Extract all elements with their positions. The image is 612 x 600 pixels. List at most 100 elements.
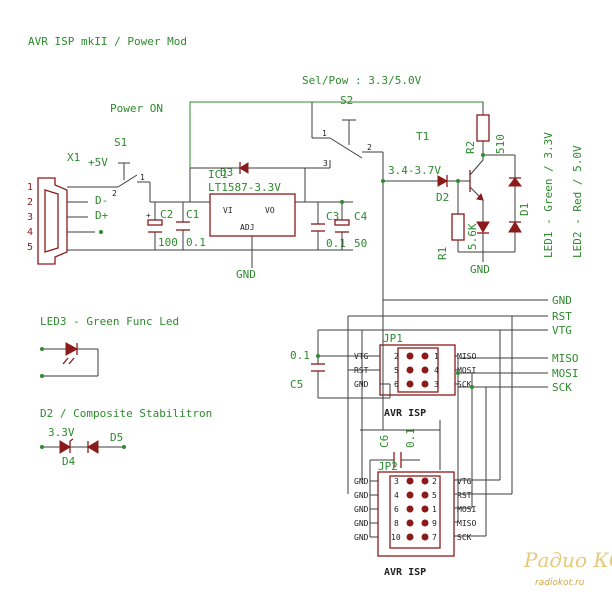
x1-label: X1 [67,151,80,164]
sel-pow-label: Sel/Pow : 3.3/5.0V [302,74,422,87]
svg-text:8: 8 [394,519,399,528]
svg-text:VTG: VTG [457,477,472,486]
svg-text:3: 3 [394,477,399,486]
header-jp2: 3 4 6 8 10 2 5 1 9 7 GND GND GND GND GND… [354,471,476,557]
resistor-r1 [451,181,465,252]
d5-label: D5 [110,431,123,444]
bus-miso: MISO [552,352,579,365]
c5-label: C5 [290,378,303,391]
svg-text:SCK: SCK [457,533,472,542]
schematic-title: AVR ISP mkII / Power Mod [28,35,187,48]
svg-text:2: 2 [27,197,33,208]
jp2-avr-isp-label: AVR ISP [384,567,426,578]
svg-text:10: 10 [391,533,401,542]
svg-text:1: 1 [432,505,437,514]
svg-text:2: 2 [432,477,437,486]
capacitor-c2: + [146,202,163,250]
d3-label: D3 [220,166,233,179]
v33-label: 3.3V [48,426,75,439]
diode-d2 [437,175,470,187]
watermark-url: radiokot.ru [535,578,585,588]
svg-text:3: 3 [434,380,439,389]
svg-text:GND: GND [354,533,369,542]
svg-text:GND: GND [354,519,369,528]
led3-caption: LED3 - Green Func Led [40,315,179,328]
svg-text:GND: GND [354,380,369,389]
bus-sck: SCK [552,381,572,394]
c3-label: C3 [326,210,339,223]
bus-gnd: GND [552,294,572,307]
transistor-t1 [469,154,516,201]
regulator-label: LT1587-3.3V [208,181,281,194]
watermark-logo: Радио КОТ [523,548,612,572]
svg-text:4: 4 [394,491,399,500]
jp1-avr-isp-label: AVR ISP [384,408,426,419]
capacitor-c5 [311,330,391,399]
capacitor-c6 [370,452,420,468]
jp1-label: JP1 [383,332,403,345]
led1-caption: LED1 - Green / 3.3V [542,132,555,258]
svg-text:SCK: SCK [457,380,472,389]
svg-text:2: 2 [112,189,117,198]
capacitor-c3 [311,202,325,250]
svg-text:GND: GND [354,477,369,486]
diode-d3 [189,162,306,202]
svg-text:6: 6 [394,505,399,514]
led2-caption: LED2 - Red / 5.0V [571,145,584,258]
c4-label: C4 [354,210,368,223]
svg-text:7: 7 [432,533,437,542]
regulator-ic1: VI VO ADJ [209,193,296,237]
r2-value: 510 [494,134,507,154]
svg-text:3: 3 [323,159,328,168]
d2-composite-caption: D2 / Composite Stabilitron [40,407,212,420]
capacitor-c1 [176,202,190,250]
svg-text:5: 5 [27,242,33,253]
dplus-label: D+ [95,209,109,222]
bus-mosi: MOSI [552,367,579,380]
c4-value: 50 [354,237,367,250]
svg-text:6: 6 [394,380,399,389]
svg-text:MOSI: MOSI [457,505,476,514]
c2-value: 100 [158,236,178,249]
s1-label: S1 [114,136,127,149]
bus-rst: RST [552,310,572,323]
led2 [508,186,522,252]
svg-text:9: 9 [432,519,437,528]
c2-label: C2 [160,208,173,221]
svg-text:4: 4 [27,227,33,238]
svg-text:VI: VI [223,206,233,215]
svg-text:RST: RST [457,491,472,500]
gnd-label-1: GND [236,268,256,281]
led1 [476,200,490,252]
svg-text:4: 4 [434,366,439,375]
t1-label: T1 [416,130,429,143]
power-on-label: Power ON [110,102,163,115]
svg-text:1: 1 [434,352,439,361]
r1-label: R1 [436,247,449,260]
c3-value: 0.1 [326,237,346,250]
d2-label: D2 [436,191,449,204]
usb-connector: 1 2 3 4 5 [27,177,68,265]
composite-zener [42,438,124,454]
s2-switch: 1 3 2 [305,102,383,169]
r2-label: R2 [464,141,477,154]
svg-text:MISO: MISO [457,519,476,528]
svg-text:1: 1 [27,182,33,193]
bus-vtg: VTG [552,324,572,337]
capacitor-c4 [334,202,350,250]
svg-text:5: 5 [394,366,399,375]
s1-switch: 2 1 [110,162,151,202]
svg-text:2: 2 [367,143,372,152]
svg-text:5: 5 [432,491,437,500]
svg-text:3: 3 [27,212,33,223]
r1-value: 5.6K [466,223,479,250]
svg-text:MOSI: MOSI [457,366,476,375]
svg-text:VO: VO [265,206,275,215]
c1-label: C1 [186,208,199,221]
diode-d1 [508,177,522,187]
c6-value: 0.1 [404,428,417,448]
c1-value: 0.1 [186,236,206,249]
c6-label: C6 [378,435,391,448]
gnd-label-2: GND [470,263,490,276]
